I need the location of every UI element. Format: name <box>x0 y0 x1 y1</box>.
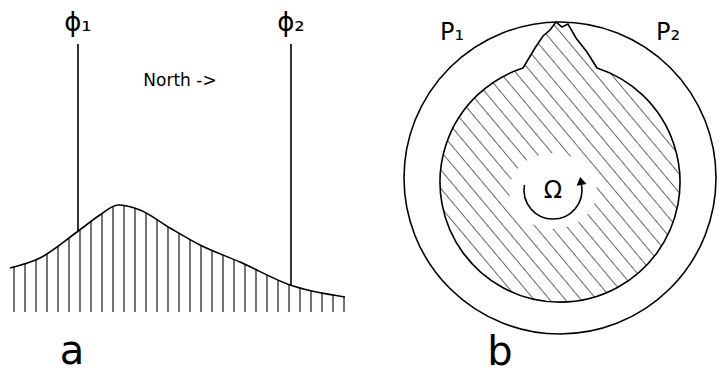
profile-curve <box>10 205 345 297</box>
hatch-line <box>24 195 25 312</box>
hatch-line <box>200 195 201 312</box>
latitude-line <box>290 44 292 285</box>
hatch-line <box>57 195 58 312</box>
hatch-line <box>35 195 36 312</box>
latitude-label: ϕ₂ <box>277 8 305 37</box>
outer-circle <box>404 22 716 334</box>
hatch-line <box>222 195 223 312</box>
hatch-line <box>266 195 267 312</box>
hatch-line <box>79 195 80 312</box>
hatch-line <box>233 195 234 312</box>
hatch-line <box>68 195 69 312</box>
direction-note: North -> <box>143 71 216 90</box>
hatch-line <box>156 195 157 312</box>
latitude-label: ϕ₁ <box>64 8 92 37</box>
clear-patch <box>509 153 597 229</box>
hatch-line <box>189 195 190 312</box>
hatch-line <box>112 195 113 312</box>
point-label: P₁ <box>440 19 464 45</box>
hatch-line <box>13 195 14 312</box>
hatch-line <box>167 195 168 312</box>
hatch-line <box>288 195 289 312</box>
hatch-line <box>244 195 245 312</box>
hatch-line <box>134 195 135 312</box>
profile-panel <box>10 44 345 312</box>
sphere-panel <box>404 22 716 334</box>
hatch-line <box>123 195 124 312</box>
hatch-line <box>310 195 311 312</box>
hatch-line <box>255 195 256 312</box>
hatch-line <box>299 195 300 312</box>
latitude-line <box>77 44 79 231</box>
hatched-core <box>440 22 680 302</box>
hatch-line <box>343 195 344 312</box>
hatch-line <box>90 195 91 312</box>
arrow-head <box>577 177 587 186</box>
ground-hatching <box>14 195 344 312</box>
panel-letter: b <box>487 329 512 373</box>
rotation-arrow <box>524 177 586 219</box>
point-label: P₂ <box>656 19 680 45</box>
hatch-line <box>277 195 278 312</box>
panel-letter: a <box>60 328 85 372</box>
hatch-line <box>321 195 322 312</box>
rotation-symbol: Ω <box>544 177 562 203</box>
hatch-line <box>211 195 212 312</box>
hatch-line <box>178 195 179 312</box>
